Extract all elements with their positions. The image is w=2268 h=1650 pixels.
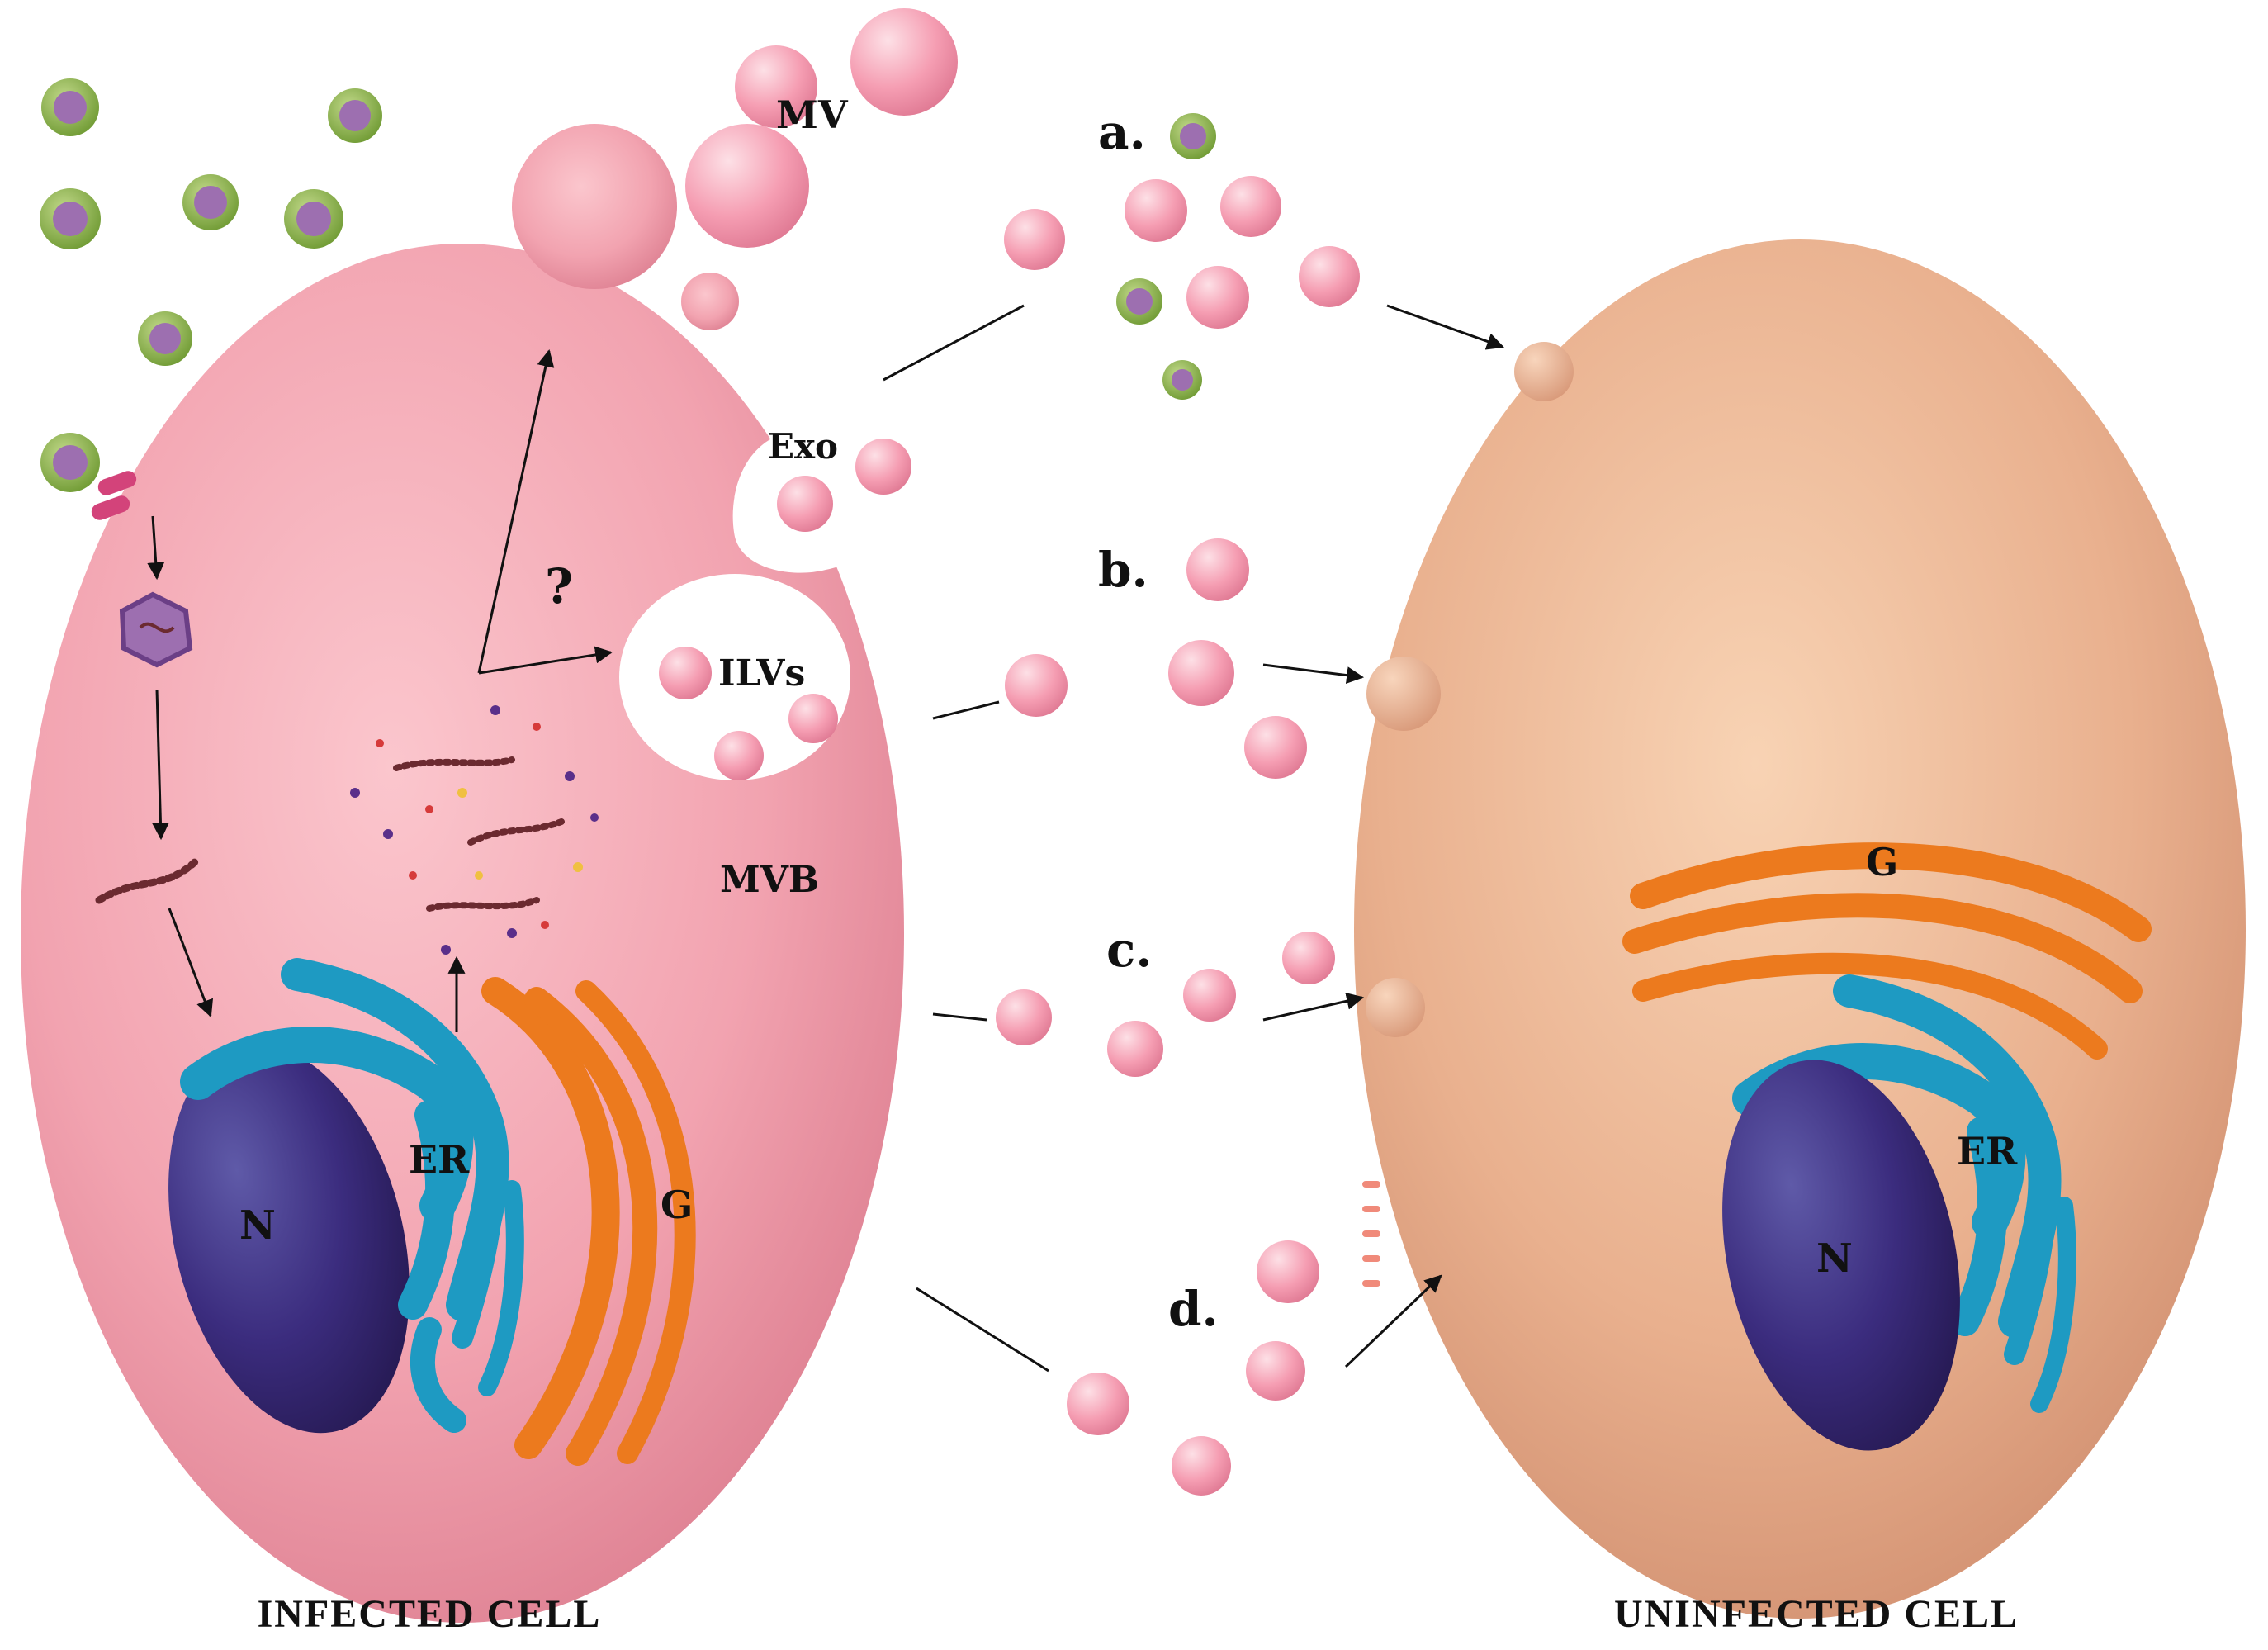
label-g-uninfected: G [1866,840,1898,884]
rna-strand [467,818,565,846]
virion [1162,360,1202,400]
golgi-uninfected [1622,842,2152,1060]
vesicle [1172,1436,1231,1496]
nucleus-uninfected [1722,1060,1960,1451]
entry-bud-b [1366,657,1441,731]
pathway-b [932,538,1365,779]
virion [328,88,382,143]
label-n-uninfected: N [1816,1235,1853,1282]
virion [40,188,101,249]
vesicle [1125,179,1187,242]
vesicle [1186,266,1249,329]
vesicle [996,989,1052,1045]
entry-arrow [147,515,165,581]
protein-dot [441,945,451,955]
vesicle [1168,640,1234,706]
virion [1116,278,1162,325]
cell-receptor [91,495,130,520]
pathway-a-label: a. [1098,104,1146,160]
protein-dot [533,723,541,731]
cell-receptor [97,471,137,495]
sorting-arrow-mvb [478,646,613,675]
vesicle [1220,176,1281,237]
vesicle [1186,538,1249,601]
protein-dot [573,862,583,872]
protein-dot [565,771,575,781]
vesicle [1183,969,1236,1022]
protein-dot [475,871,483,880]
viral-rna-cytoplasm [95,855,202,904]
protein-dot [457,788,467,798]
surface-receptors [1362,1181,1380,1287]
er-infected [180,958,524,1433]
virion [40,433,100,492]
pathway-b-label: b. [1098,542,1148,598]
label-g-infected: G [661,1183,693,1227]
vesicle [1004,209,1065,270]
protein-dot [425,805,433,813]
uncoating-arrow [151,689,169,841]
label-n-infected: N [239,1202,276,1249]
capsid-genome [139,622,175,633]
label-exo: Exo [768,426,838,467]
protein-dot [383,829,393,839]
virion [284,189,343,249]
vesicle [1005,654,1068,717]
membrane-bud-small [681,273,739,330]
label-er-uninfected: ER [1957,1129,2018,1173]
caption-infected-cell: INFECTED CELL [258,1592,602,1636]
vesicle [1107,1021,1163,1077]
ilv-3 [714,731,764,780]
entry-bud-c [1366,978,1425,1037]
exosome [777,476,833,532]
sorting-arrow-up [477,348,555,674]
rna-strand [426,897,540,912]
label-er-infected: ER [409,1137,470,1182]
label-question: ? [545,558,573,614]
pathway-d [916,1240,1442,1496]
protein-dot [507,928,517,938]
label-ilvs: ILVs [718,652,805,695]
pathway-d-label: d. [1168,1281,1219,1337]
microvesicle [850,8,958,116]
translation-cloud [350,705,599,955]
protein-dot [409,871,417,880]
vesicle [1299,246,1360,307]
vesicle [1246,1341,1305,1401]
microvesicle [685,124,809,248]
vesicle [1282,932,1335,984]
pathway-c-label: c. [1106,922,1153,978]
viral-capsid [119,591,193,668]
exosome [855,439,911,495]
nucleus-infected [168,1044,410,1434]
virion [182,174,239,230]
protein-dot [350,788,360,798]
vesicle [1067,1373,1129,1435]
protein-dot [376,739,384,747]
virion [41,78,99,136]
virion [138,311,192,366]
label-mv: MV [776,92,849,137]
label-mvb: MVB [720,859,819,901]
golgi-infected [481,977,696,1466]
entry-bud-a [1514,342,1574,401]
membrane-bud-large [512,124,677,289]
virion [1170,113,1216,159]
rna-strand [393,756,515,771]
virions-extracellular [40,78,382,492]
microvesicle [735,45,817,128]
vesicle [1257,1240,1319,1303]
pathway-a [883,113,1504,400]
caption-uninfected-cell: UNINFECTED CELL [1614,1592,2019,1636]
uninfected-cell [1354,239,2246,1619]
protein-dot [541,921,549,929]
protein-dot [590,813,599,822]
protein-dot [490,705,500,715]
rna-to-er-arrow [168,908,214,1017]
ilv-1 [659,647,712,699]
pathway-c [932,932,1365,1077]
vesicle [1244,716,1307,779]
ilv-2 [788,694,838,743]
